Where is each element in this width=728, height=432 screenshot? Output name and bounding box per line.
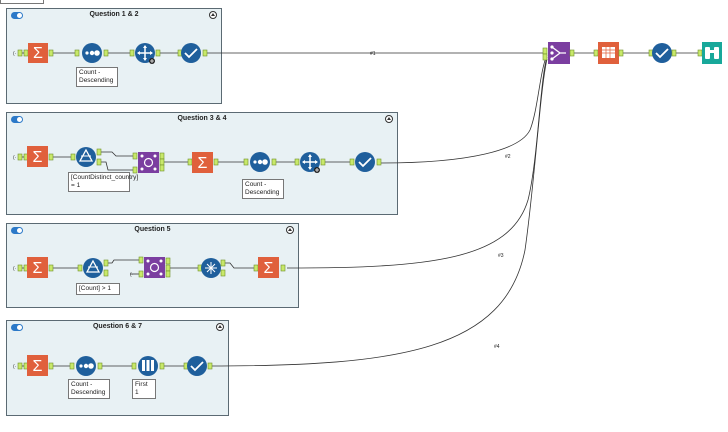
union-tool[interactable] [542,42,575,64]
browse-tool-q3[interactable] [349,152,382,172]
annotation-q6-sample: First 1 [132,379,156,399]
container-toggle[interactable] [11,324,23,331]
sigma-icon: Σ [33,358,43,375]
container-toggle[interactable] [11,227,23,234]
browse-tool-q1[interactable] [177,43,208,63]
container-title: Question 1 & 2 [89,11,139,18]
filter-tool-q5[interactable] [77,258,109,278]
select-tool-q1[interactable] [129,43,161,64]
join-tool-q5[interactable]: (· [130,256,171,278]
container-header[interactable]: Question 5 [7,224,298,238]
svg-text:(·: (· [13,266,17,272]
select-tool-q3[interactable] [294,152,326,173]
sigma-icon: Σ [33,149,43,166]
filter-tool-q3[interactable] [70,147,102,167]
output-tool[interactable] [593,42,624,64]
top-tab[interactable] [0,0,44,4]
formula-tool-q5[interactable] [197,258,226,278]
connection-label-1: #1 [370,51,376,57]
connection-labels: #1 #2 #3 #4 [370,51,511,350]
sigma-icon: Σ [198,155,208,172]
annotation-q5-filter: [Count] > 1 [76,283,120,295]
summarize-tool-q5[interactable]: Σ [23,257,54,278]
join-tool-q3[interactable] [132,152,165,174]
annotation-q3-sort: Count - Descending [242,179,284,199]
container-title: Question 3 & 4 [177,115,227,122]
summarize-tool-q3b[interactable]: Σ [187,152,219,173]
summarize-tool-q5b[interactable]: Σ [253,257,286,278]
sort-tool-q1[interactable] [74,43,109,63]
container-header[interactable]: Question 6 & 7 [7,321,228,335]
input-anchor-q6[interactable]: (· [13,362,23,370]
sample-tool-q6[interactable] [131,356,165,376]
browse-tool-q6[interactable] [183,356,213,376]
sort-tool-q6[interactable] [69,356,103,376]
svg-text:(·: (· [13,51,17,57]
connection-label-4: #4 [494,344,500,350]
container-toggle[interactable] [11,12,23,19]
collapse-icon[interactable] [216,323,224,331]
input-anchor-q5[interactable]: (· [13,264,23,272]
input-anchor-q1[interactable]: (· [13,49,23,57]
collapse-icon[interactable] [385,115,393,123]
summarize-tool-q6[interactable]: Σ [23,355,54,376]
sort-tool-q3[interactable] [243,152,277,172]
container-title: Question 6 & 7 [92,323,142,330]
summarize-tool-q3[interactable]: Σ [23,146,54,167]
summarize-tool-q1[interactable]: Σ [23,43,54,63]
container-header[interactable]: Question 1 & 2 [7,9,221,23]
svg-text:(·: (· [130,272,134,278]
browse-tool-final[interactable] [648,43,677,63]
collapse-icon[interactable] [286,226,294,234]
sigma-icon: Σ [33,260,43,277]
svg-text:(·: (· [13,364,17,370]
internal-wires [20,52,352,367]
connection-label-2: #2 [505,154,511,160]
annotation-q3-filter: [CountDistinct_country] = 1 [68,172,138,192]
connection-label-3: #3 [498,253,504,259]
annotation-q1-sort: Count - Descending [76,67,118,87]
annotation-q6-sort: Count - Descending [68,379,110,399]
container-toggle[interactable] [11,116,23,123]
svg-text:(·: (· [13,155,17,161]
container-title: Question 5 [134,226,171,233]
sigma-icon: Σ [264,260,274,277]
sigma-icon: Σ [33,45,43,62]
input-anchor-q3[interactable]: (· [13,153,23,161]
container-header[interactable]: Question 3 & 4 [7,113,397,127]
collapse-icon[interactable] [209,11,217,19]
binoculars-tool[interactable] [697,42,722,64]
union-wires [205,52,700,367]
